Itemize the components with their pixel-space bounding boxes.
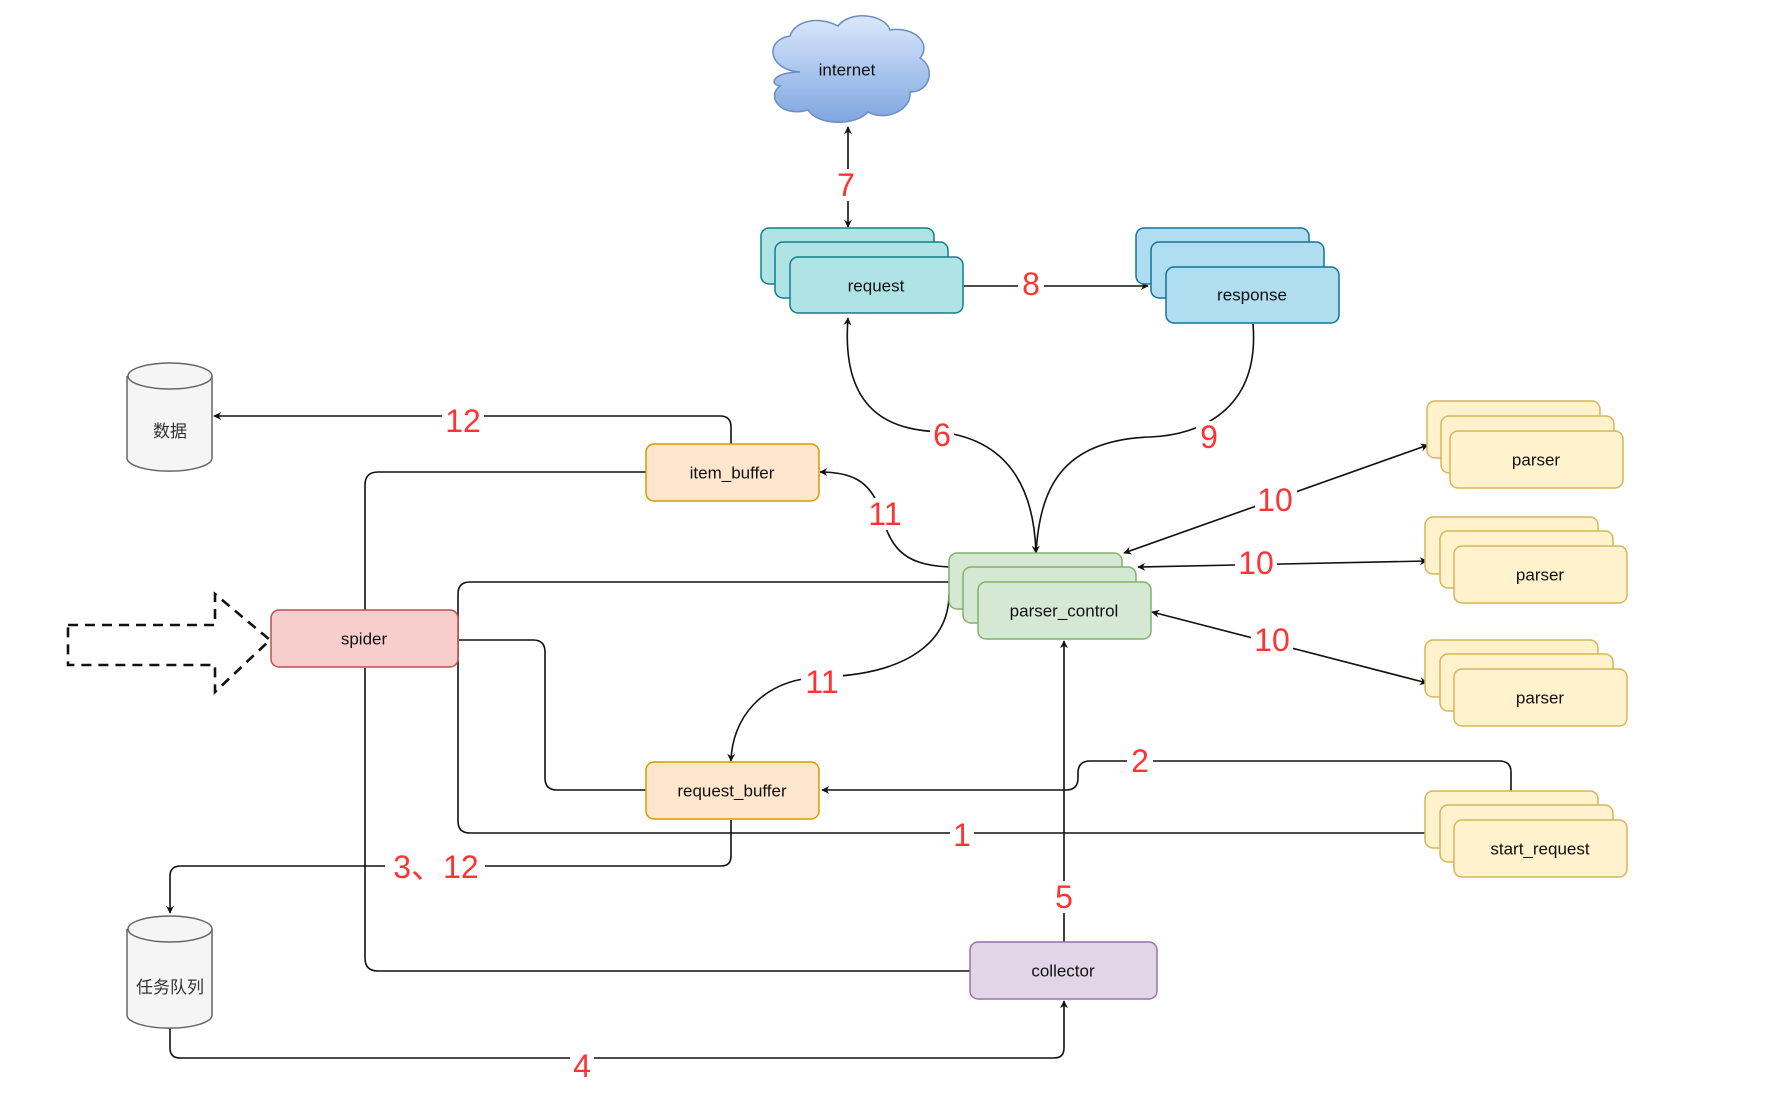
edge-label-4: 4 [573,1048,591,1084]
edge-labels: 1 2 3、12 4 5 6 7 8 9 10 10 10 11 11 12 [385,167,1297,1084]
parser-control-node-stack[interactable]: parser_control [948,552,1152,640]
edge-2-start-request-to-request-buffer [821,760,1512,794]
item-buffer-label: item_buffer [690,464,775,483]
edge-label-7: 7 [837,167,855,203]
edge-12-item-buffer-to-data [213,412,732,444]
response-label: response [1217,286,1287,305]
request-buffer-node[interactable]: request_buffer [645,761,820,820]
parser-node-stack-1[interactable]: parser [1426,400,1624,489]
data-store-cylinder: 数据 [126,362,213,472]
edge-label-10b: 10 [1238,545,1274,581]
parser-control-label: parser_control [1010,602,1119,621]
edge-label-10a: 10 [1257,482,1293,518]
parser-2-label: parser [1516,566,1565,585]
edge-10-parser-control-parser-2 [1137,557,1428,571]
edge-4-task-queue-to-collector [169,1000,1068,1059]
edge-label-12: 12 [445,403,481,439]
entry-arrow-icon [66,591,272,696]
parser-node-stack-2[interactable]: parser [1424,516,1628,604]
edge-label-3: 3、12 [393,849,478,885]
request-buffer-label: request_buffer [677,782,787,801]
internet-label: internet [819,61,876,80]
edge-1-start-request-to-parser-control [457,581,1425,834]
response-node-stack[interactable]: response [1135,227,1340,324]
parser-node-stack-3[interactable]: parser [1424,639,1628,727]
start-request-label: start_request [1490,840,1589,859]
edge-collector-to-spider [364,668,970,972]
spider-label: spider [341,630,388,649]
spider-node[interactable]: spider [270,609,459,668]
collector-label: collector [1031,962,1095,981]
edge-label-2: 2 [1131,743,1149,779]
request-node-stack[interactable]: request [760,227,964,314]
data-store-label: 数据 [153,422,187,442]
start-request-node-stack[interactable]: start_request [1424,790,1628,878]
edge-spider-to-request-buffer [459,639,646,791]
request-label: request [848,277,905,296]
edge-label-5: 5 [1055,879,1073,915]
edge-label-1: 1 [953,817,971,853]
collector-node[interactable]: collector [969,941,1158,1000]
edge-label-11a: 11 [868,496,901,532]
parser-1-label: parser [1512,451,1561,470]
edge-label-10c: 10 [1254,622,1290,658]
parser-3-label: parser [1516,689,1565,708]
edge-spider-to-item-buffer [364,471,646,610]
edge-9-response-to-parser-control [1035,323,1255,554]
edge-label-6: 6 [933,417,951,453]
task-queue-label: 任务队列 [136,978,204,998]
edge-label-8: 8 [1022,266,1040,302]
internet-cloud-node: internet [772,15,930,123]
edge-label-9: 9 [1200,419,1218,455]
task-queue-cylinder: 任务队列 [126,915,213,1029]
item-buffer-node[interactable]: item_buffer [645,443,820,502]
edge-label-11b: 11 [805,664,838,700]
